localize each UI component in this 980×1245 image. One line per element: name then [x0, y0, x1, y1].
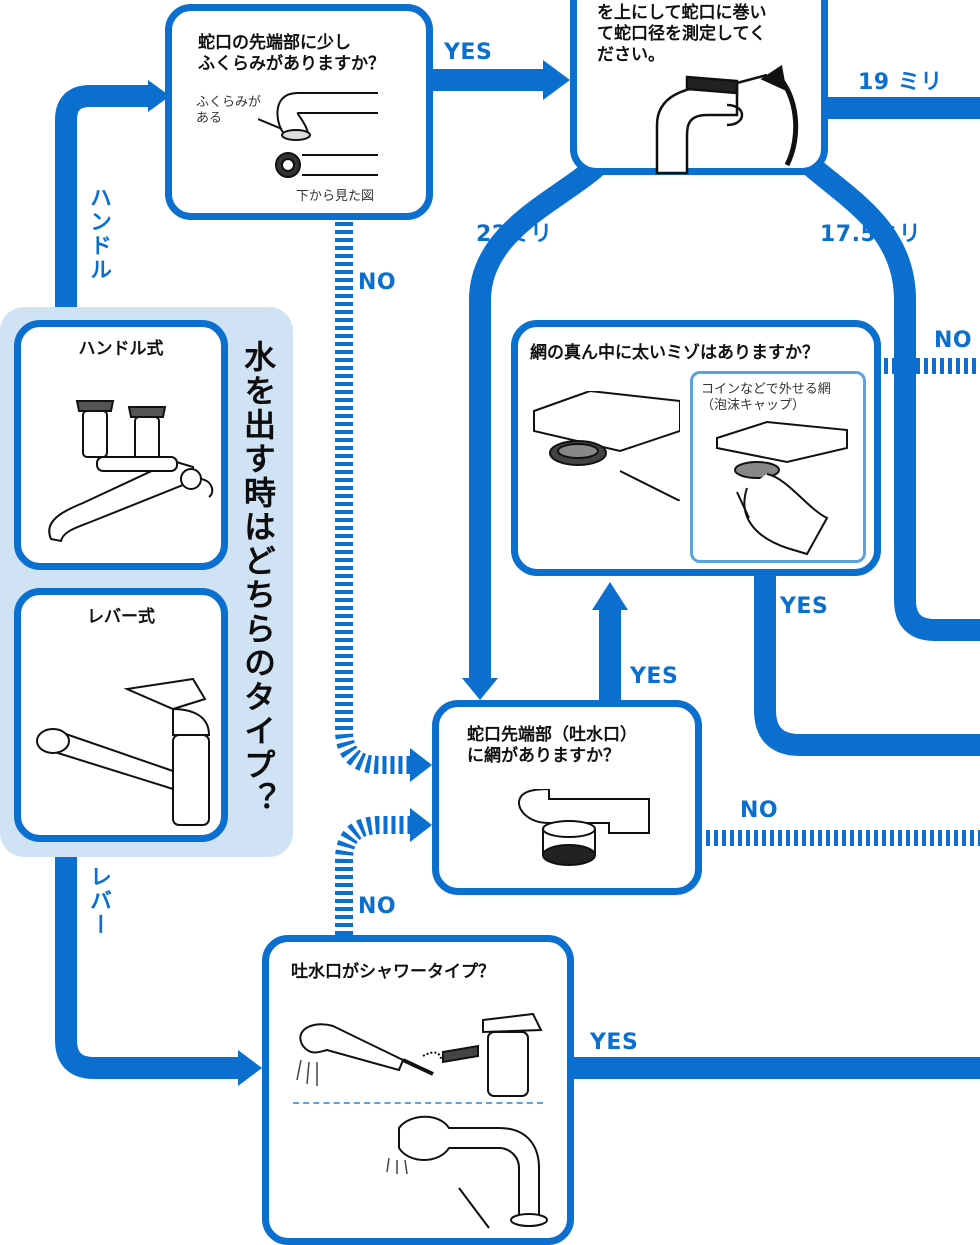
aerator-inset: コインなどで外せる網 （泡沫キャップ） [690, 371, 866, 563]
bulge-note-line2: ある [196, 111, 223, 126]
lever-faucet-icon [36, 677, 211, 826]
handle-type-box[interactable]: ハンドル式 [14, 320, 228, 570]
mesh-tip-icon [517, 789, 650, 866]
inset-line2: （泡沫キャップ） [701, 398, 806, 413]
spout-faucet-icon [386, 1115, 548, 1229]
label-no-shower: NO [358, 894, 397, 919]
arrowhead-shower [238, 1050, 262, 1086]
mesh-question-line1: 蛇口先端部（吐水口） [467, 725, 637, 745]
label-no-mesh: NO [740, 798, 779, 823]
lever-type-label: レバー式 [87, 607, 155, 627]
measure-box[interactable]: を上にして蛇口に巻い て蛇口径を測定してく ださい。 [570, 0, 828, 175]
label-yes-mesh-up: YES [630, 664, 679, 689]
arrowhead-yes-top [543, 60, 570, 100]
label-yes-shower: YES [590, 1030, 639, 1055]
faucet-tape-measure-icon [655, 65, 799, 175]
bulge-question-box[interactable]: 蛇口の先端部に少し ふくらみがありますか？ ふくらみが ある 下から見た図 [165, 4, 433, 220]
bulge-caption: 下から見た図 [296, 189, 375, 204]
flow-yes-groove [754, 570, 980, 756]
handle-faucet-icon [48, 400, 214, 543]
label-yes-groove: YES [780, 594, 829, 619]
flow-no-shower [335, 816, 410, 935]
label-yes-top: YES [444, 40, 493, 65]
aerator-icon [533, 391, 680, 501]
shower-faucet-icon [296, 1012, 543, 1097]
label-175mm: 17.5ミリ [820, 222, 922, 247]
flow-lever-to-shower [55, 840, 240, 1079]
lever-type-box[interactable]: レバー式 [14, 588, 228, 842]
measure-line1: を上にして蛇口に巻い [597, 3, 767, 23]
mesh-question-box[interactable]: 蛇口先端部（吐水口） に網がありますか？ [432, 700, 702, 895]
arrowhead-22mm [462, 678, 498, 700]
measure-line2: て蛇口径を測定してく [597, 24, 766, 44]
inset-line1: コインなどで外せる網 [701, 382, 831, 397]
label-19mm: 19 ミリ [858, 70, 943, 95]
arrowhead-no-shower [410, 808, 432, 842]
handle-type-label: ハンドル式 [78, 339, 164, 359]
bulge-question-line1: 蛇口の先端部に少し [198, 33, 351, 53]
arrowhead-no-bulge [410, 748, 432, 782]
flow-no-bulge [335, 222, 410, 774]
flow-22mm [469, 156, 606, 680]
shower-question-text: 吐水口がシャワータイプ？ [291, 962, 495, 982]
mesh-question-line2: に網がありますか？ [467, 746, 620, 766]
page-title: 水を出す時はどちらのタイプ？ [239, 340, 277, 816]
shower-divider [293, 1102, 543, 1104]
label-no-right: NO [934, 328, 973, 353]
bulge-note-line1: ふくらみが [196, 95, 262, 110]
flow-175mm [802, 156, 980, 641]
label-no-bulge: NO [358, 270, 397, 295]
groove-question-box[interactable]: 網の真ん中に太いミゾはありますか？ コインなどで外せる網 （泡沫キャップ） [511, 320, 881, 576]
branch-label-handle: ハンドル [86, 186, 111, 282]
shower-question-box[interactable]: 吐水口がシャワータイプ？ [262, 935, 574, 1245]
faucet-bulge-icon [258, 92, 378, 178]
branch-label-lever: レバー [86, 865, 111, 937]
removable-aerator-icon [716, 420, 848, 556]
label-22mm: 22ミリ [476, 222, 553, 247]
measure-line3: ださい。 [597, 45, 665, 65]
bulge-question-line2: ふくらみがありますか？ [198, 54, 385, 74]
arrowhead-bulge [148, 80, 170, 112]
flow-handle-to-bulge [55, 85, 150, 322]
groove-question-text: 網の真ん中に太いミゾはありますか？ [530, 343, 819, 363]
arrowhead-mesh-up [592, 582, 628, 610]
